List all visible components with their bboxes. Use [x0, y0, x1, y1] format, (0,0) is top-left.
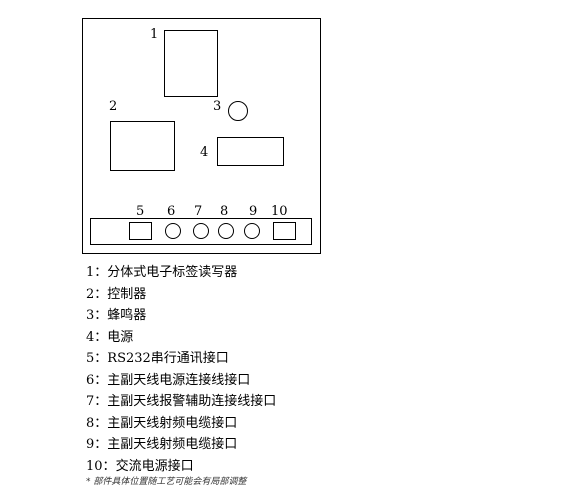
legend-sep: ： [94, 351, 108, 366]
legend-text: 主副天线射频电缆接口 [107, 437, 238, 452]
label-4: 4 [200, 145, 209, 160]
legend-sep: ： [94, 372, 108, 388]
label-2: 2 [109, 99, 118, 114]
legend-item: 9：主副天线射频电缆接口 [86, 434, 276, 456]
legend-num: 3 [86, 308, 95, 323]
legend-item: 7：主副天线报警辅助连接线接口 [86, 391, 276, 413]
legend-sep: ： [94, 394, 108, 409]
legend-sep: ： [94, 265, 108, 280]
antenna-rf-port-b [244, 223, 260, 239]
legend-num: 1 [86, 265, 95, 280]
legend-num: 6 [86, 372, 95, 388]
legend-num: 8 [86, 415, 95, 431]
legend-text: 分体式电子标签读写器 [107, 265, 238, 280]
legend-sep: ： [102, 458, 116, 474]
legend-text: 主副天线报警辅助连接线接口 [107, 394, 277, 409]
legend-sep: ： [94, 329, 108, 345]
ac-power-port [273, 222, 296, 240]
connector-strip [90, 218, 312, 245]
label-8: 8 [220, 204, 229, 219]
legend: 1：分体式电子标签读写器 2：控制器 3：蜂鸣器 4：电源 5：RS232串行通… [86, 262, 276, 477]
legend-num: 2 [86, 286, 95, 302]
legend-text: 主副天线电源连接线接口 [107, 372, 251, 388]
legend-text: 交流电源接口 [115, 458, 194, 474]
adjustment-note: * 部件具体位置随工艺可能会有局部调整 [86, 477, 247, 487]
legend-item: 2：控制器 [86, 284, 276, 306]
rs232-port [129, 222, 152, 240]
antenna-power-port [165, 223, 181, 239]
label-9: 9 [249, 204, 258, 219]
controller-box [110, 121, 175, 171]
rfid-reader-box [164, 30, 218, 97]
label-10: 10 [271, 204, 288, 219]
legend-item: 10：交流电源接口 [86, 456, 276, 478]
legend-text: 控制器 [107, 286, 147, 302]
legend-item: 4：电源 [86, 327, 276, 349]
label-6: 6 [167, 204, 176, 219]
legend-text: RS232串行通讯接口 [107, 351, 229, 366]
buzzer-circle [228, 101, 248, 121]
legend-num: 10 [86, 458, 103, 474]
legend-sep: ： [94, 437, 108, 452]
legend-text: 电源 [107, 329, 134, 345]
label-3: 3 [213, 99, 222, 114]
label-7: 7 [194, 204, 203, 219]
antenna-rf-port-a [218, 223, 234, 239]
legend-sep: ： [94, 286, 108, 302]
legend-num: 7 [86, 394, 95, 409]
legend-item: 8：主副天线射频电缆接口 [86, 413, 276, 435]
legend-num: 4 [86, 329, 95, 345]
label-5: 5 [136, 204, 145, 219]
antenna-alarm-port [193, 223, 209, 239]
legend-item: 3：蜂鸣器 [86, 305, 276, 327]
label-1: 1 [150, 27, 159, 42]
legend-num: 5 [86, 351, 95, 366]
legend-item: 5：RS232串行通讯接口 [86, 348, 276, 370]
power-supply-box [217, 137, 284, 166]
legend-sep: ： [94, 415, 108, 431]
legend-sep: ： [94, 308, 108, 323]
legend-item: 6：主副天线电源连接线接口 [86, 370, 276, 392]
legend-text: 主副天线射频电缆接口 [107, 415, 238, 431]
legend-item: 1：分体式电子标签读写器 [86, 262, 276, 284]
legend-num: 9 [86, 437, 95, 452]
enclosure-panel: 1 2 3 4 5 6 7 8 9 10 [82, 18, 321, 254]
legend-text: 蜂鸣器 [107, 308, 147, 323]
